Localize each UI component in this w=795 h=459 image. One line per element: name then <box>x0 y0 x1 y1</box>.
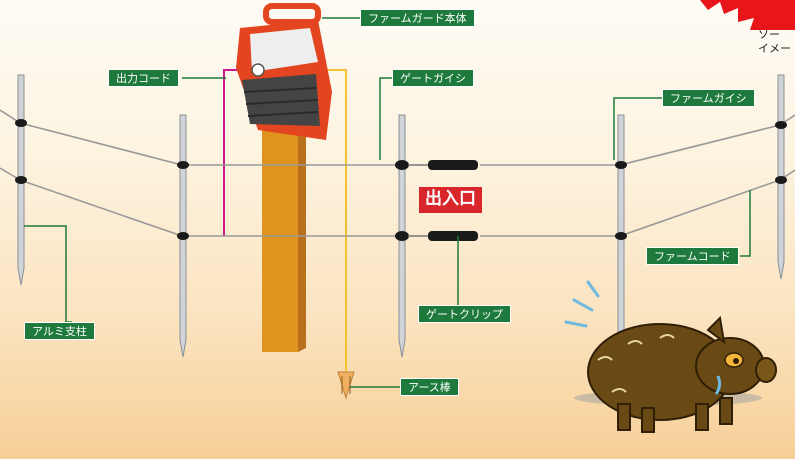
starburst-badge <box>700 0 795 30</box>
farm-guard-device <box>236 3 332 140</box>
notice-line-1: ソー <box>758 28 780 41</box>
label-output-cord: 出力コード <box>108 69 179 87</box>
label-aluminum-post: アルミ支柱 <box>24 322 95 340</box>
aluminum-posts <box>17 74 785 368</box>
label-gate-clip: ゲートクリップ <box>418 305 511 323</box>
sweat-drops <box>564 280 600 328</box>
gate-handles <box>408 160 478 241</box>
wild-boar <box>574 315 777 433</box>
earth-rod <box>337 371 355 400</box>
label-entrance: 出入口 <box>419 187 482 213</box>
notice-line-2: イメー <box>758 42 791 55</box>
label-farm-insulator: ファームガイシ <box>662 89 755 107</box>
label-farm-guard: ファームガード本体 <box>360 9 475 27</box>
notice-text: ソー イメー <box>758 28 791 56</box>
wooden-post <box>262 124 306 352</box>
label-earth-rod: アース棒 <box>400 378 459 396</box>
fence-wires <box>0 109 795 237</box>
label-farm-cord: ファームコード <box>646 247 739 265</box>
label-gate-insulator: ゲートガイシ <box>392 69 474 87</box>
insulators <box>15 119 787 241</box>
